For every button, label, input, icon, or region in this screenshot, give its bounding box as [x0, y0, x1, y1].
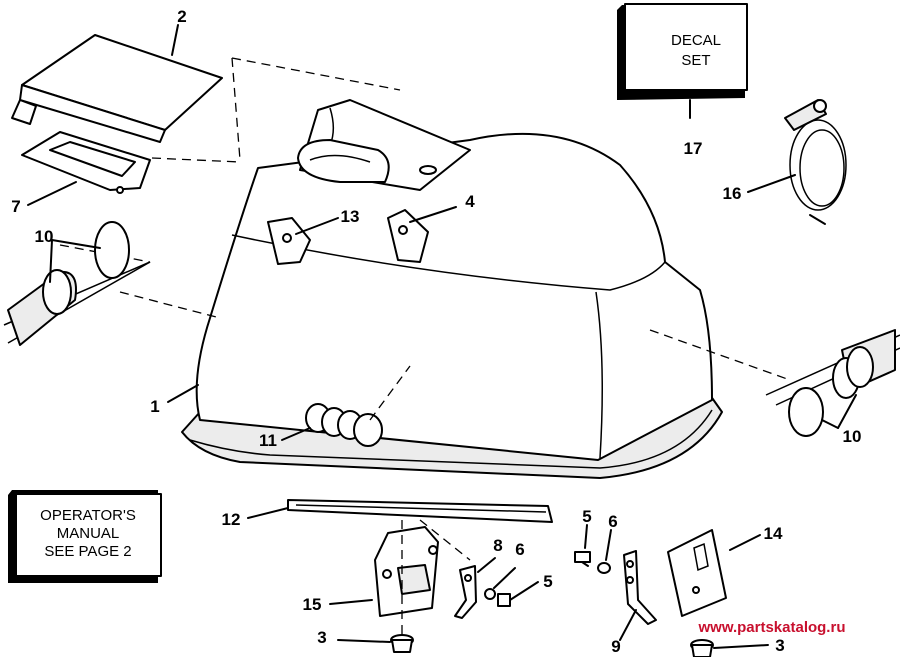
callout-7: 7: [11, 197, 20, 216]
decal-set-part-17: [617, 3, 748, 100]
washer-part-6-upper: [597, 562, 611, 574]
decal-box-line2: SET: [681, 52, 710, 69]
callout-6-lower: 6: [515, 540, 524, 559]
knob-part-3-left: [390, 634, 414, 653]
assembly-lines: [119, 57, 791, 640]
callout-1: 1: [150, 397, 159, 416]
manual-box-line2: MANUAL: [57, 525, 120, 542]
bracket-part-9: [623, 550, 657, 625]
top-cover-part-2: [11, 34, 223, 143]
callout-13: 13: [341, 207, 360, 226]
bezel-part-7: [21, 131, 151, 194]
callout-2: 2: [177, 7, 186, 26]
callout-4: 4: [465, 192, 475, 211]
plug-left-part-10: [3, 221, 151, 346]
grommet-part-11: [305, 403, 383, 447]
callout-9: 9: [611, 637, 620, 656]
watermark-text: www.partskatalog.ru: [698, 619, 846, 636]
callout-8: 8: [493, 536, 502, 555]
callout-3-right: 3: [775, 636, 784, 655]
callout-17: 17: [684, 139, 703, 158]
wire-harness-part-16: [784, 99, 847, 225]
knob-part-3-right: [690, 639, 714, 657]
callout-3-left: 3: [317, 628, 326, 647]
engine-cover-part-1: [181, 99, 723, 479]
screw-part-5-lower: [497, 593, 511, 607]
callout-10-left: 10: [35, 227, 54, 246]
manual-box-line1: OPERATOR'S: [40, 507, 136, 524]
bracket-part-8: [454, 565, 477, 619]
seal-strip-part-12: [287, 499, 553, 523]
callout-15: 15: [303, 595, 322, 614]
screw-part-5-upper: [574, 551, 591, 567]
callout-5-lower: 5: [543, 572, 552, 591]
callout-6-upper: 6: [608, 512, 617, 531]
bracket-part-4: [387, 209, 429, 263]
decal-box-line1: DECAL: [671, 32, 721, 49]
callout-11: 11: [259, 431, 277, 450]
callout-16: 16: [723, 184, 742, 203]
plug-right-part-10: [765, 329, 900, 437]
callout-12: 12: [222, 510, 241, 529]
callout-14: 14: [764, 524, 783, 543]
callout-5-upper: 5: [582, 507, 591, 526]
washer-part-6-lower: [484, 588, 496, 600]
plate-part-14: [667, 529, 727, 617]
latch-part-15: [374, 526, 439, 617]
leader-lines: [27, 24, 857, 649]
operator-manual-box: [8, 490, 162, 583]
callout-10-right: 10: [843, 427, 862, 446]
bracket-part-13: [267, 217, 311, 265]
manual-box-line3: SEE PAGE 2: [44, 543, 131, 560]
